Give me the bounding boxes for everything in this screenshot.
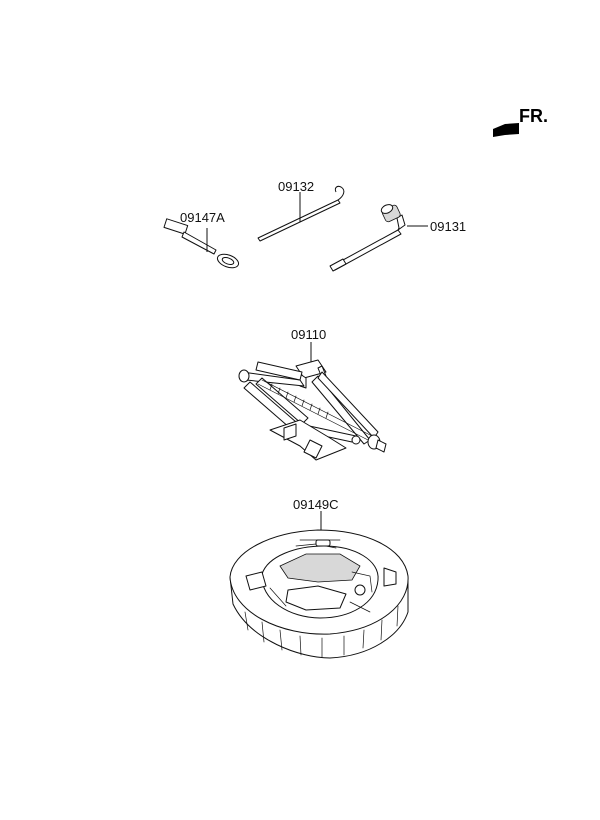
part-09147a-drawing <box>163 218 240 269</box>
part-09110-drawing <box>238 342 387 461</box>
part-09132-drawing <box>257 185 345 242</box>
part-number-09147a: 09147A <box>180 210 225 225</box>
part-number-09131: 09131 <box>430 219 466 234</box>
front-direction-indicator: FR. <box>493 106 548 137</box>
part-number-09110: 09110 <box>291 327 326 342</box>
front-direction-arrow-icon <box>493 123 519 137</box>
part-number-09132: 09132 <box>278 179 314 194</box>
part-09131-drawing <box>329 204 428 272</box>
direction-label: FR. <box>519 106 548 126</box>
part-09149c-drawing <box>229 511 409 659</box>
part-number-09149c: 09149C <box>293 497 339 512</box>
